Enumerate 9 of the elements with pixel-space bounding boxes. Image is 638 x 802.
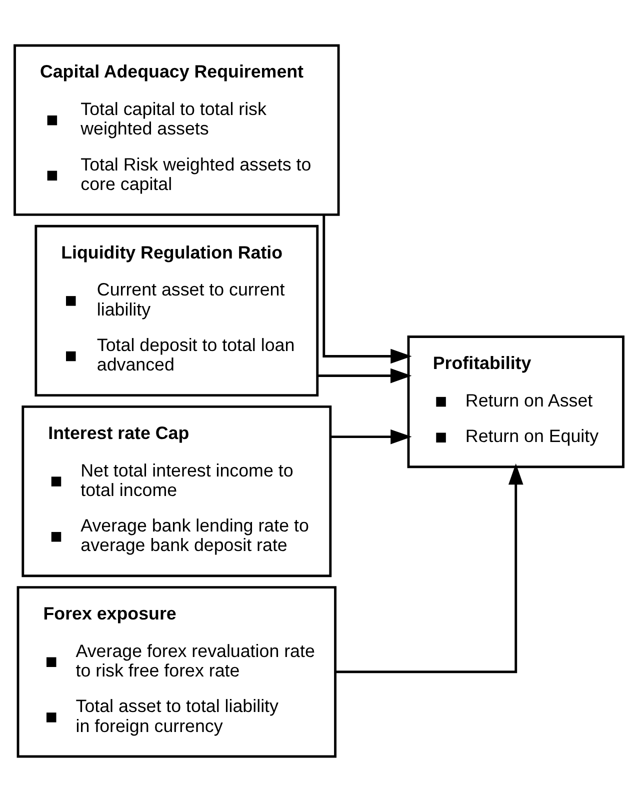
node-box: Interest rate Cap Net total interest income to total income Average bank lending rate to average bank deposit rate bbox=[22, 405, 332, 578]
arrow bbox=[318, 368, 412, 384]
node-box: Liquidity Regulation Ratio Current asset to current liability Total deposit to total loan advanced bbox=[34, 224, 319, 397]
arrow bbox=[330, 429, 412, 444]
arrow bbox=[335, 464, 524, 674]
node-box: Profitability Return on Asset Return on Equity bbox=[407, 336, 624, 468]
node-box: Forex exposure Average forex revaluation rate to risk free forex rate Total asset to total liability in foreign currency bbox=[16, 586, 336, 758]
node-box: Capital Adequacy Requirement Total capital to total risk weighted assets Total Risk weighted assets to core capital bbox=[14, 44, 340, 216]
arrow bbox=[322, 214, 412, 364]
